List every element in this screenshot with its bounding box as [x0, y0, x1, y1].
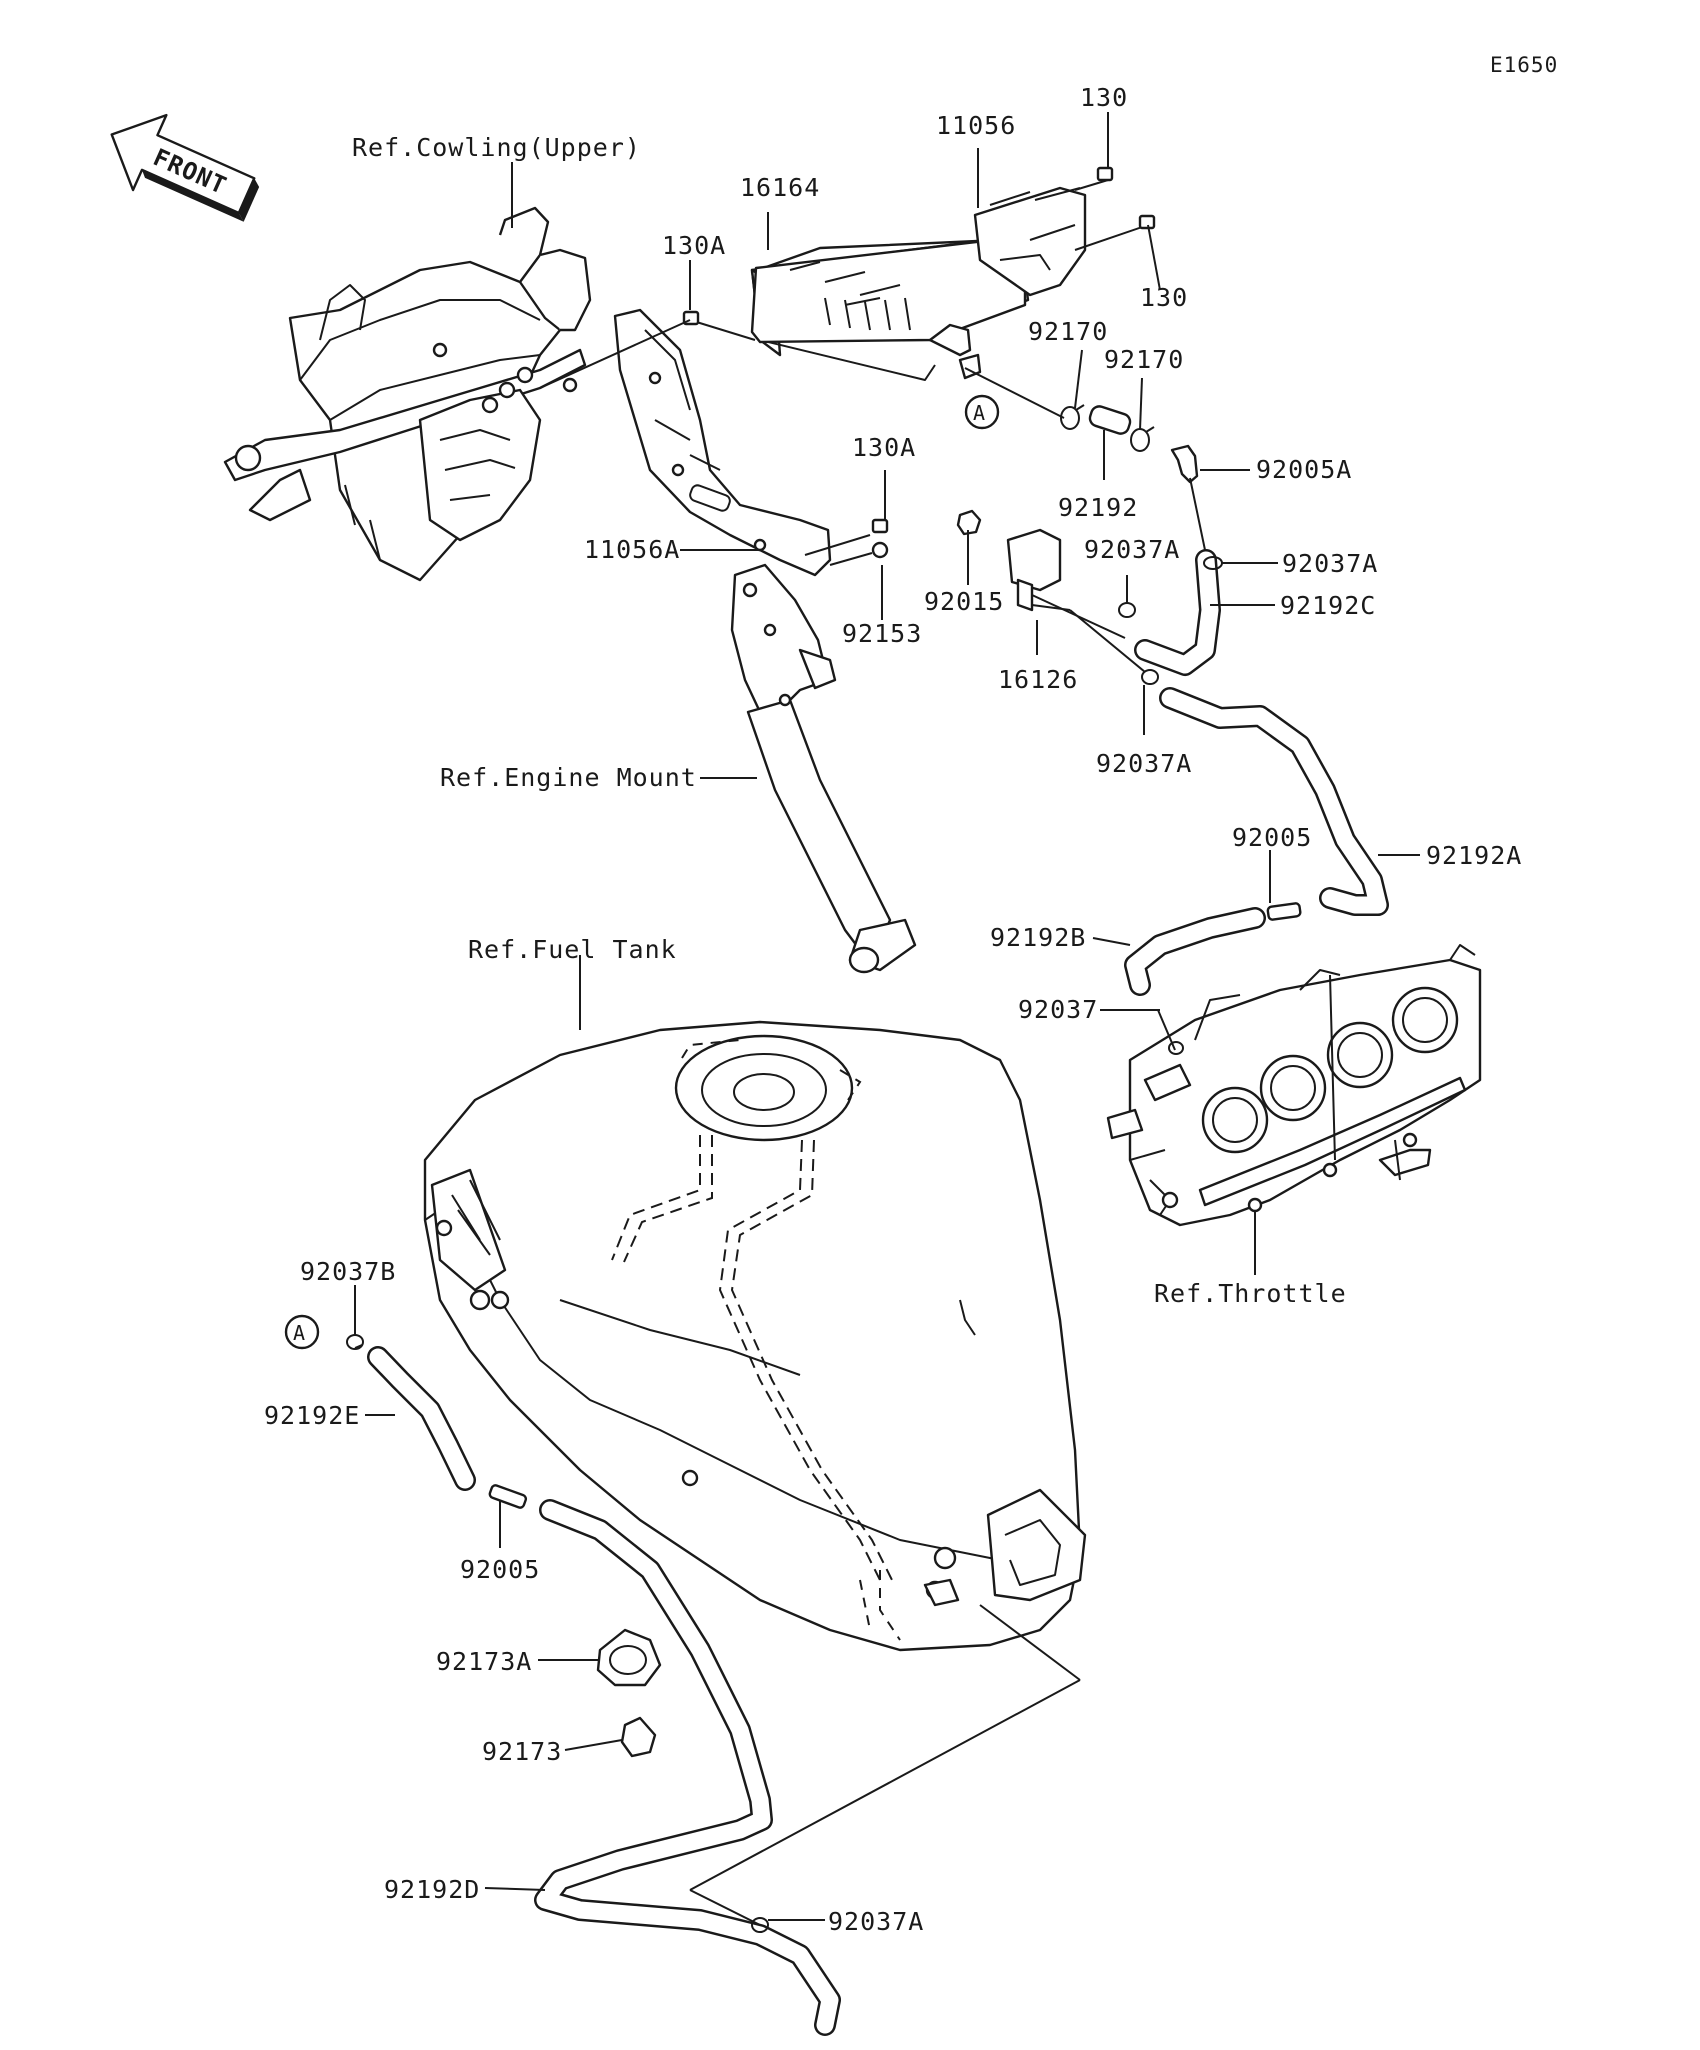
- fuel-tank-drawing: [423, 1020, 1087, 1652]
- diagram-code: E1650: [1490, 53, 1558, 77]
- clamp-92173-icon: [620, 1716, 657, 1758]
- part-92192D-label: 92192D: [384, 1875, 480, 1904]
- fitting-92005-top-icon: [1266, 902, 1302, 921]
- part-16126-label: 16126: [998, 665, 1078, 694]
- part-92170-a-label: 92170: [1028, 317, 1108, 346]
- part-92153-label: 92153: [842, 619, 922, 648]
- hose-92192C-icon: [1134, 549, 1221, 676]
- ref-engine-mount-label: Ref.Engine Mount: [440, 763, 697, 792]
- circle-ref-a-bottom-label: A: [293, 1321, 306, 1345]
- part-92037A-mid-label: 92037A: [1096, 749, 1192, 778]
- front-arrow-icon: FRONT: [110, 113, 260, 222]
- part-92005-bottom-label: 92005: [460, 1555, 540, 1584]
- ref-cowling-upper-label: Ref.Cowling(Upper): [352, 133, 641, 162]
- part-92005A-label: 92005A: [1256, 455, 1352, 484]
- part-92005-top-label: 92005: [1232, 823, 1312, 852]
- clamp-92037A-top-icon: [1118, 602, 1136, 618]
- hose-92192D-icon: [534, 1499, 841, 2036]
- circle-ref-a-top-icon: [964, 394, 1000, 430]
- part-11056A-label: 11056A: [584, 535, 680, 564]
- clamp-92170-a-icon: [1060, 404, 1085, 430]
- part-130-right-label: 130: [1140, 283, 1188, 312]
- engine-mount-drawing: [730, 563, 917, 974]
- part-11056-label: 11056: [936, 111, 1016, 140]
- part-92173-label: 92173: [482, 1737, 562, 1766]
- canister-drawing: [750, 186, 1087, 381]
- hose-92192A-icon: [1159, 687, 1389, 916]
- part-130A-left-label: 130A: [662, 231, 726, 260]
- clamp-92170-b-icon: [1130, 426, 1155, 452]
- part-92037A-right-label: 92037A: [1282, 549, 1378, 578]
- clamp-92037B-icon: [346, 1334, 364, 1350]
- part-92192B-label: 92192B: [990, 923, 1086, 952]
- throttle-body-drawing: [1106, 944, 1482, 1227]
- hose-92192B-icon: [1124, 907, 1266, 996]
- part-92015-label: 92015: [924, 587, 1004, 616]
- clamp-92037A-bottom-icon: [751, 1917, 769, 1933]
- bolt-130A-mid-icon: [804, 518, 889, 556]
- part-92173A-label: 92173A: [436, 1647, 532, 1676]
- nut-92015-icon: [956, 509, 982, 536]
- part-92192A-label: 92192A: [1426, 841, 1522, 870]
- part-92192C-label: 92192C: [1280, 591, 1376, 620]
- clamp-92173A-icon: [596, 1628, 662, 1687]
- part-92192E-label: 92192E: [264, 1401, 360, 1430]
- bolt-130-top-icon: [1074, 166, 1114, 191]
- part-16164-label: 16164: [740, 173, 820, 202]
- part-92037-label: 92037: [1018, 995, 1098, 1024]
- part-92037A-top-label: 92037A: [1084, 535, 1180, 564]
- part-92037B-label: 92037B: [300, 1257, 396, 1286]
- circle-ref-a-top-label: A: [973, 401, 986, 425]
- circle-ref-a-bottom-icon: [284, 1314, 320, 1350]
- part-92170-b-label: 92170: [1104, 345, 1184, 374]
- bolt-130A-left-icon: [682, 310, 756, 341]
- fitting-92005A-icon: [1170, 444, 1199, 484]
- bolt-130-right-icon: [1074, 214, 1156, 251]
- part-130-top-label: 130: [1080, 83, 1128, 112]
- bolt-92153-icon: [829, 541, 889, 566]
- clamp-92037A-mid-icon: [1141, 669, 1159, 685]
- ref-fuel-tank-label: Ref.Fuel Tank: [468, 935, 677, 964]
- hose-92192-icon: [1088, 405, 1132, 435]
- ref-throttle-label: Ref.Throttle: [1154, 1279, 1347, 1308]
- part-92037A-bottom-label: 92037A: [828, 1907, 924, 1936]
- part-92192-label: 92192: [1058, 493, 1138, 522]
- bracket-11056A-drawing: [613, 308, 832, 577]
- part-130A-mid-label: 130A: [852, 433, 916, 462]
- clamp-92037-icon: [1168, 1041, 1184, 1055]
- cowling-stay-drawing: [223, 206, 592, 582]
- valve-16126-drawing: [1006, 528, 1146, 673]
- hose-92192E-icon: [367, 1346, 476, 1491]
- fitting-92005-bottom-icon: [488, 1484, 528, 1509]
